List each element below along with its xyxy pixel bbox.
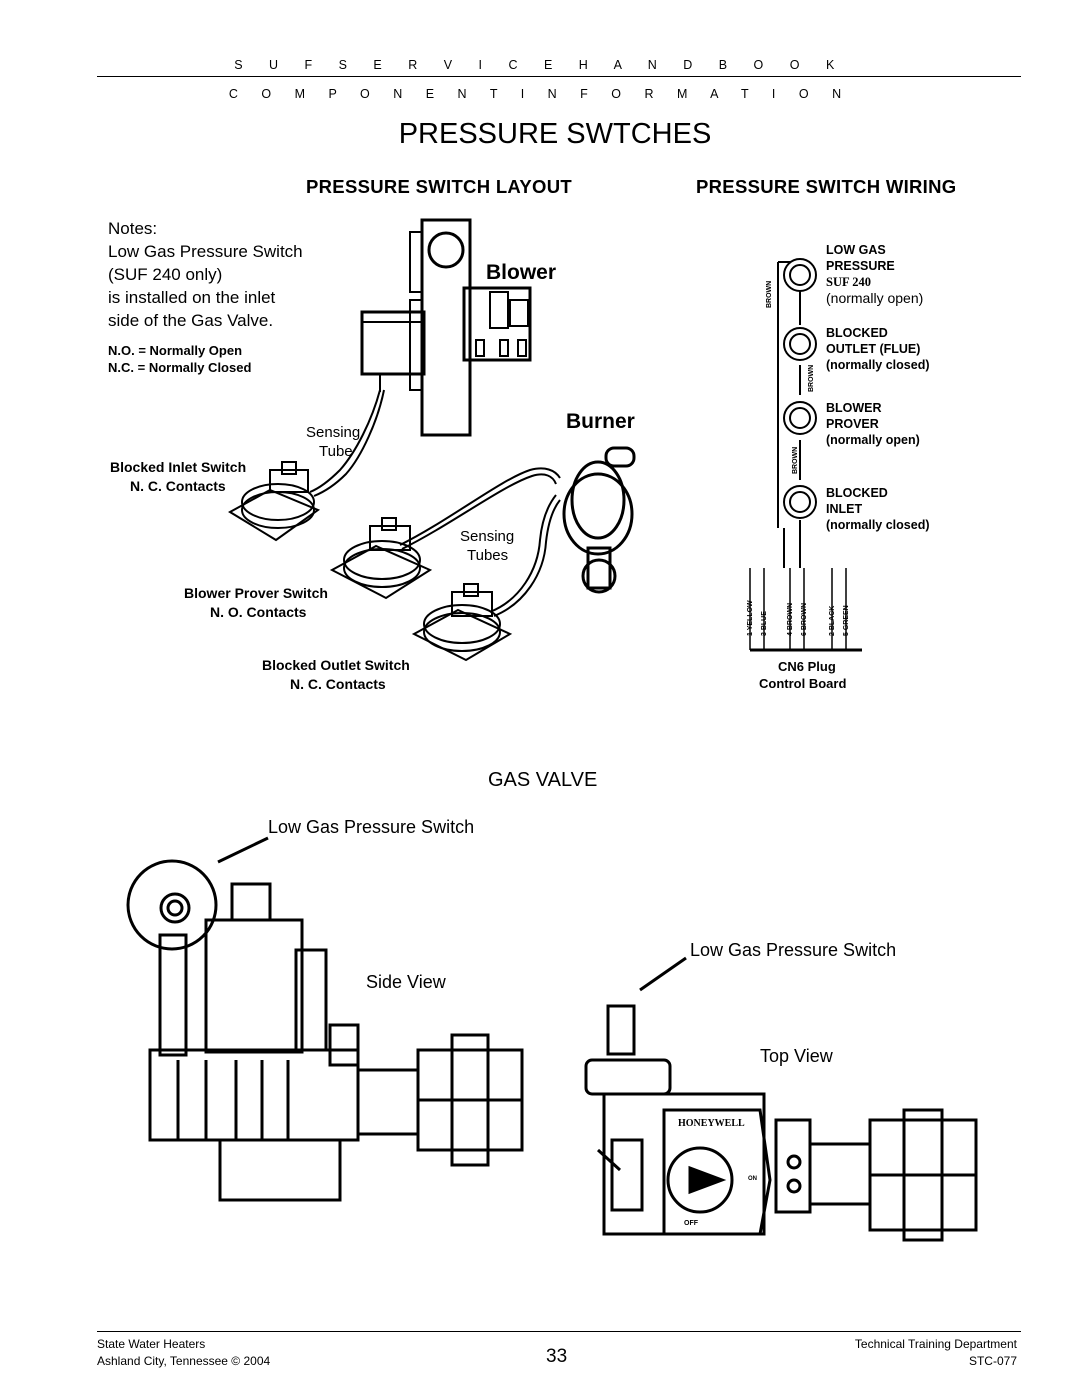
wiring-switch-low-gas: LOW GAS PRESSURE SUF 240 (normally open) (826, 242, 923, 306)
blocked-outlet-name: Blocked Outlet Switch (262, 657, 410, 673)
wire-label-2: 3 BLUE (761, 611, 768, 636)
honeywell-brand: HONEYWELL (678, 1118, 745, 1129)
valve-off-label: OFF (684, 1220, 698, 1227)
legend-nc: N.C. = Normally Closed (108, 360, 252, 375)
burner-label: Burner (566, 410, 635, 433)
blocked-outlet-line-1: BLOCKED (826, 326, 888, 340)
sensing-tubes-label-1: Sensing (460, 528, 515, 545)
wiring-switch-blocked-outlet: BLOCKED OUTLET (FLUE) (normally closed) (826, 325, 930, 373)
wire-label-5: 2 BLACK (829, 605, 836, 636)
low-gas-switch-label-side: Low Gas Pressure Switch (268, 817, 475, 837)
burner-drawing (562, 446, 636, 594)
blocked-outlet-state: (normally closed) (826, 358, 930, 372)
notes-line-3: is installed on the inlet (108, 288, 276, 307)
wire-label-6: 5 GREEN (843, 605, 850, 636)
handbook-header: S U F S E R V I C E H A N D B O O K (234, 58, 846, 72)
blocked-outlet-contacts: N. C. Contacts (290, 676, 386, 692)
low-gas-state: (normally open) (826, 290, 924, 306)
blower-prover-state: (normally open) (826, 433, 920, 447)
footer-doc-id: STC-077 (968, 1354, 1017, 1368)
blower-prover-name: Blower Prover Switch (184, 585, 328, 601)
low-gas-line-2: PRESSURE (826, 259, 895, 273)
gas-valve-side-view-drawing (126, 836, 524, 1202)
sensing-tubes-label-2: Tubes (467, 547, 509, 564)
blocked-inlet-switch-drawing (228, 461, 321, 542)
blower-prover-switch-drawing (329, 517, 433, 600)
wire-brown-3: BROWN (792, 446, 799, 474)
blower-prover-line-2: PROVER (826, 417, 879, 431)
cn6-plug-label: CN6 Plug (778, 659, 836, 674)
blocked-inlet-name: Blocked Inlet Switch (110, 459, 247, 475)
sensing-tube-label-1: Sensing (306, 424, 361, 441)
legend-no: N.O. = Normally Open (108, 343, 243, 358)
footer-company: State Water Heaters (97, 1337, 206, 1351)
blocked-outlet-line-2: OUTLET (FLUE) (826, 342, 921, 356)
footer-department: Technical Training Department (854, 1337, 1017, 1351)
notes-line-1: Low Gas Pressure Switch (108, 242, 303, 261)
section-header: C O M P O N E N T I N F O R M A T I O N (228, 87, 852, 101)
top-view-label: Top View (760, 1046, 833, 1066)
notes-line-4: side of the Gas Valve. (108, 311, 274, 330)
valve-on-label: ON (748, 1176, 757, 1182)
low-gas-switch-label-top: Low Gas Pressure Switch (690, 940, 897, 960)
blower-prover-line-1: BLOWER (826, 401, 882, 415)
blocked-inlet-contacts: N. C. Contacts (130, 478, 226, 494)
footer-rule (97, 1331, 1021, 1332)
wiring-switch-blower-prover: BLOWER PROVER (normally open) (826, 400, 920, 448)
blocked-outlet-switch-drawing (411, 583, 513, 662)
wire-brown-2: BROWN (808, 364, 815, 392)
blower-prover-contacts: N. O. Contacts (210, 604, 307, 620)
gas-valve-top-view-drawing (584, 956, 978, 1242)
footer-location: Ashland City, Tennessee © 2004 (97, 1354, 271, 1368)
wire-label-3: 4 BROWN (787, 602, 794, 636)
wire-label-4: 6 BROWN (801, 602, 808, 636)
wiring-heading: PRESSURE SWITCH WIRING (696, 176, 957, 197)
blower-drawing (360, 218, 532, 437)
header-rule (97, 76, 1021, 77)
sensing-tube-label-2: Tube (319, 443, 353, 460)
wiring-diagram-drawing (749, 258, 862, 652)
side-view-label: Side View (366, 972, 446, 992)
low-gas-line-1: LOW GAS (826, 243, 886, 257)
gas-valve-heading: GAS VALVE (488, 769, 598, 791)
notes-block: Notes: Low Gas Pressure Switch (SUF 240 … (108, 217, 303, 332)
blower-label: Blower (486, 261, 557, 284)
wire-brown-1: BROWN (766, 280, 773, 308)
page-number: 33 (546, 1346, 568, 1367)
wire-label-1: 1 YELLOW (747, 600, 754, 636)
notes-label: Notes: (108, 219, 158, 238)
blocked-inlet-line-2: INLET (826, 502, 863, 516)
layout-heading: PRESSURE SWITCH LAYOUT (306, 176, 572, 197)
wiring-switch-blocked-inlet: BLOCKED INLET (normally closed) (826, 485, 930, 533)
blocked-inlet-state: (normally closed) (826, 518, 930, 532)
notes-line-2: (SUF 240 only) (108, 265, 223, 284)
page-title: PRESSURE SWTCHES (398, 118, 712, 150)
low-gas-line-3: SUF 240 (826, 275, 872, 289)
control-board-label: Control Board (759, 676, 847, 691)
blocked-inlet-line-1: BLOCKED (826, 486, 888, 500)
